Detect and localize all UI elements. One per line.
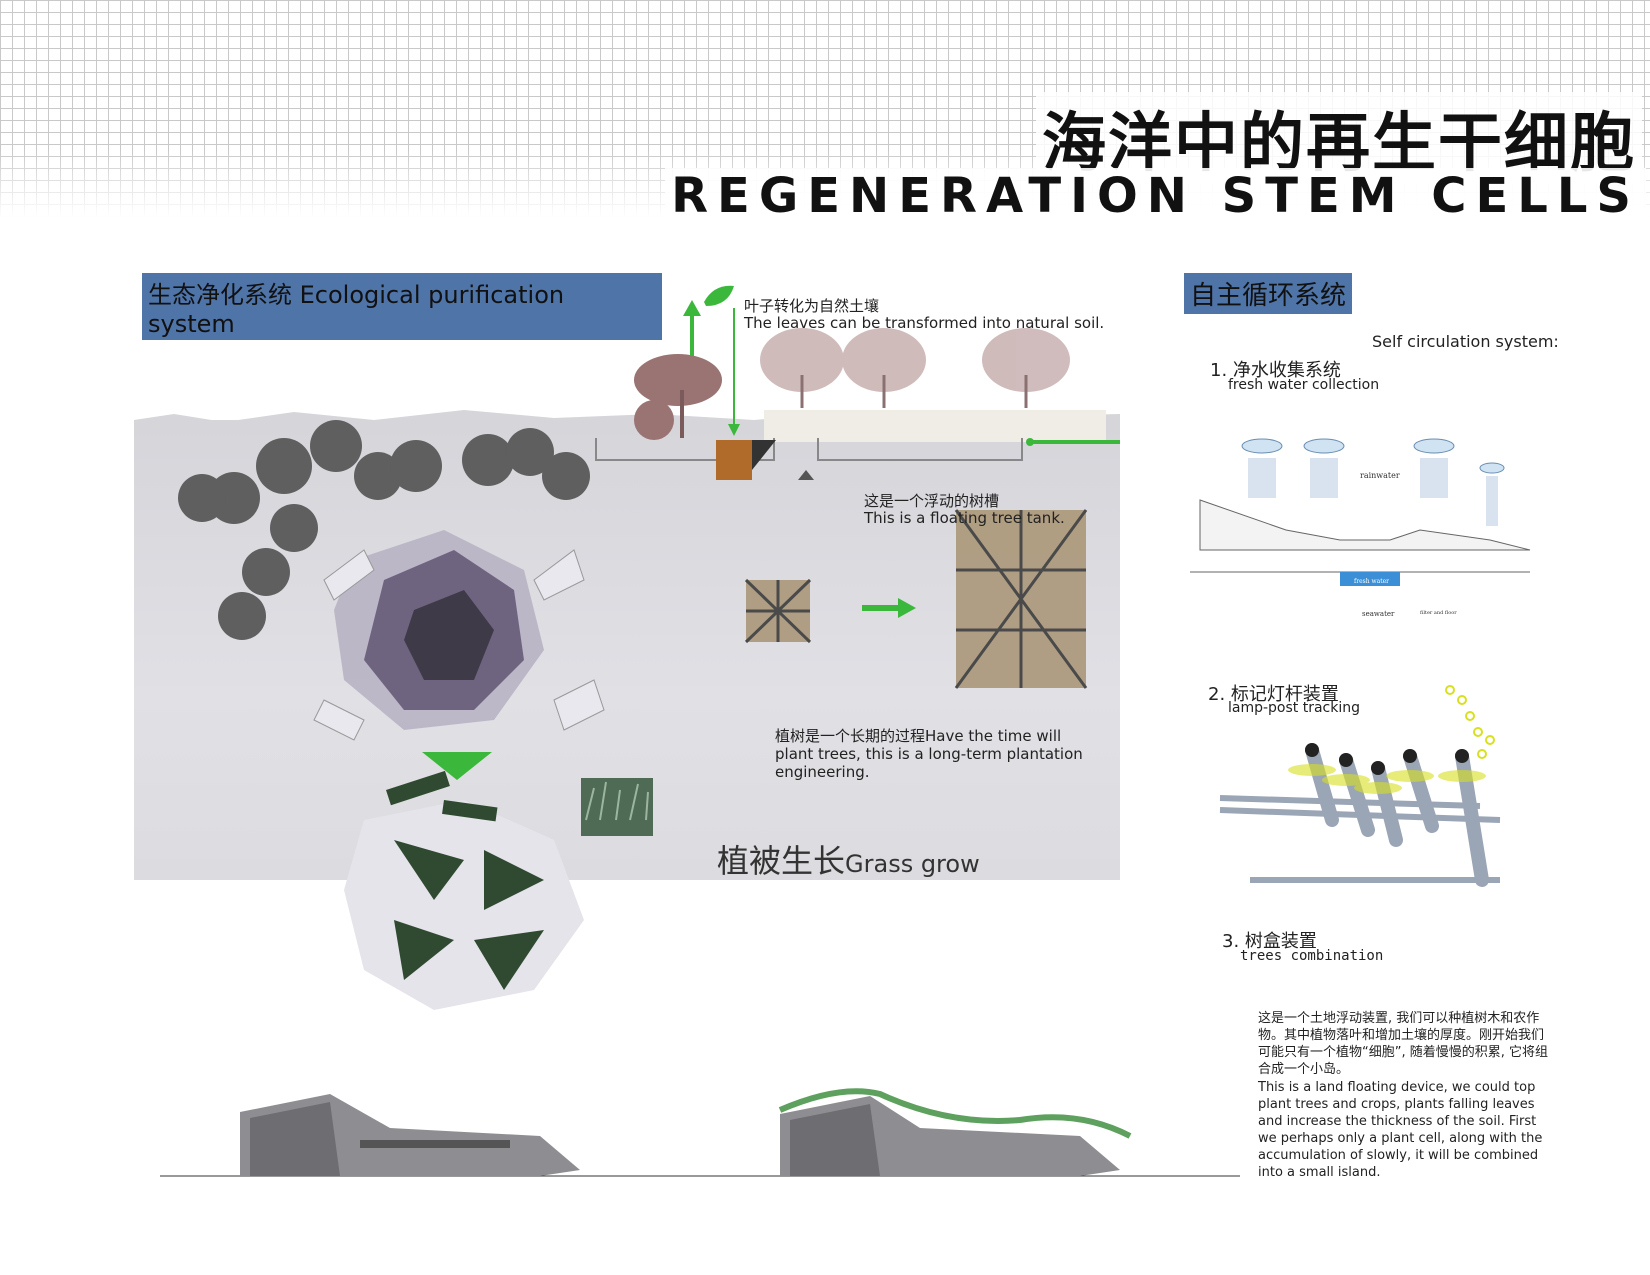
cloud-icon	[1413, 438, 1455, 454]
cloud-icon	[1303, 438, 1345, 454]
grass-grow-caption: 植被生长Grass grow	[717, 836, 980, 882]
filter-label: filter and floor	[1420, 610, 1457, 616]
tank-caption-en: This is a floating tree tank.	[864, 509, 1065, 527]
section-grass	[778, 1088, 1132, 1176]
fresh-water-diagram: rainwater fresh water seawater filter an…	[1190, 438, 1531, 618]
grass-grow-cn: 植被生长	[717, 842, 846, 880]
lamp-icon	[1403, 749, 1417, 763]
building-section	[1190, 499, 1531, 586]
self-circulation-caption: Self circulation system:	[1372, 332, 1559, 351]
cloud-icon	[1479, 462, 1505, 474]
page-title-en: REGENERATION STEM CELLS	[665, 168, 1646, 224]
grass-sample	[581, 778, 653, 836]
cloud-icon	[1241, 438, 1283, 454]
eco-section-label: 生态净化系统 Ecological purification system	[142, 273, 662, 340]
item-1-subtitle: fresh water collection	[1228, 377, 1380, 393]
lamp-post-diagram	[1219, 685, 1501, 887]
eco-diagram	[178, 285, 1120, 1010]
polyhedron-cell	[313, 530, 605, 741]
leaf-down-arrow	[728, 308, 740, 436]
leaf-caption-en: The leaves can be transformed into natur…	[744, 314, 1105, 332]
connector-line	[1026, 438, 1120, 446]
leaf-icon	[704, 285, 734, 306]
seawater-label: seawater	[1362, 610, 1395, 618]
down-chevron-icon	[422, 752, 492, 780]
tank-pointer-icon	[798, 470, 814, 480]
section-bare	[240, 1094, 580, 1176]
item-2-title: 2. 标记灯杆装置	[1208, 684, 1339, 705]
bottom-sections	[160, 1088, 1240, 1177]
tree-tank-illustration	[595, 328, 1106, 480]
grass-grow-en: Grass grow	[845, 850, 980, 878]
tracking-dots	[1445, 685, 1495, 759]
plant-trees-caption: 植树是一个长期的过程Have the time will plant trees…	[775, 727, 1083, 781]
item-1-title: 1. 净水收集系统	[1210, 360, 1341, 381]
fresh-water-label: fresh water	[1354, 578, 1389, 585]
lamp-icon	[1371, 761, 1385, 775]
tree-box-growth	[744, 509, 1088, 689]
growth-arrow	[862, 598, 916, 618]
item-3-subtitle: trees combination	[1240, 948, 1384, 964]
grass-covered-cell	[344, 770, 584, 1010]
rainwater-label: rainwater	[1360, 471, 1400, 480]
description-cn: 这是一个土地浮动装置, 我们可以种植树木和农作物。其中植物落叶和增加土壤的厚度。…	[1258, 1011, 1548, 1077]
description-en: This is a land floating device, we could…	[1258, 1080, 1543, 1180]
item-2-subtitle: lamp-post tracking	[1228, 700, 1361, 716]
tree-canopies	[178, 420, 590, 640]
item-3-title: 3. 树盒装置	[1222, 931, 1317, 952]
tank-caption-cn: 这是一个浮动的树槽	[864, 492, 1000, 510]
self-section-label: 自主循环系统	[1184, 273, 1353, 314]
leaf-caption-cn: 叶子转化为自然土壤	[744, 297, 880, 315]
lamp-icon	[1455, 749, 1469, 763]
lamp-icon	[1339, 753, 1353, 767]
lamp-icon	[1305, 743, 1319, 757]
